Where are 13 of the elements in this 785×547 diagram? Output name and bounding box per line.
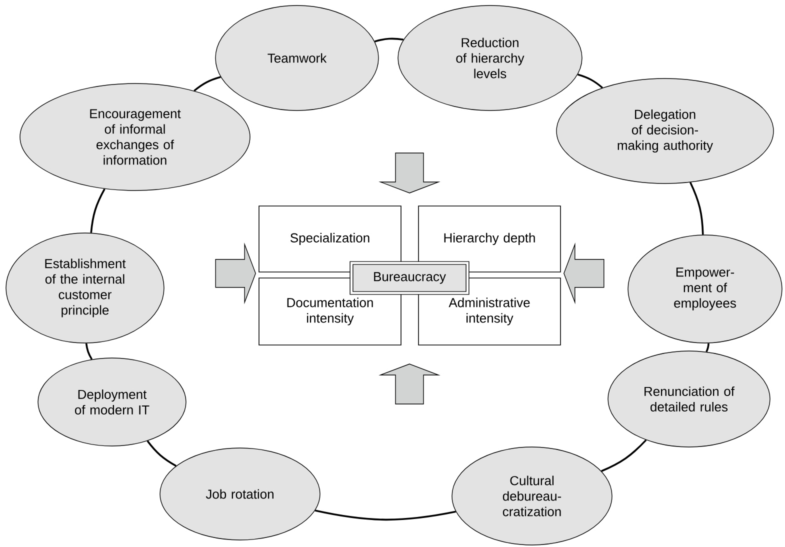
dimension-box: Hierarchy depth <box>418 206 561 272</box>
ring-line <box>146 440 177 467</box>
dimension-box: Specialization <box>258 206 402 272</box>
ring-line <box>90 188 106 233</box>
ring-line <box>689 182 704 235</box>
ring-line <box>577 74 603 88</box>
core-box: Bureaucracy <box>350 261 470 295</box>
ring-line <box>601 439 647 472</box>
ring-line <box>374 38 404 42</box>
ring-line <box>314 510 456 521</box>
ring-line <box>194 76 221 92</box>
ring-line <box>85 343 93 360</box>
ring-line <box>706 343 710 352</box>
